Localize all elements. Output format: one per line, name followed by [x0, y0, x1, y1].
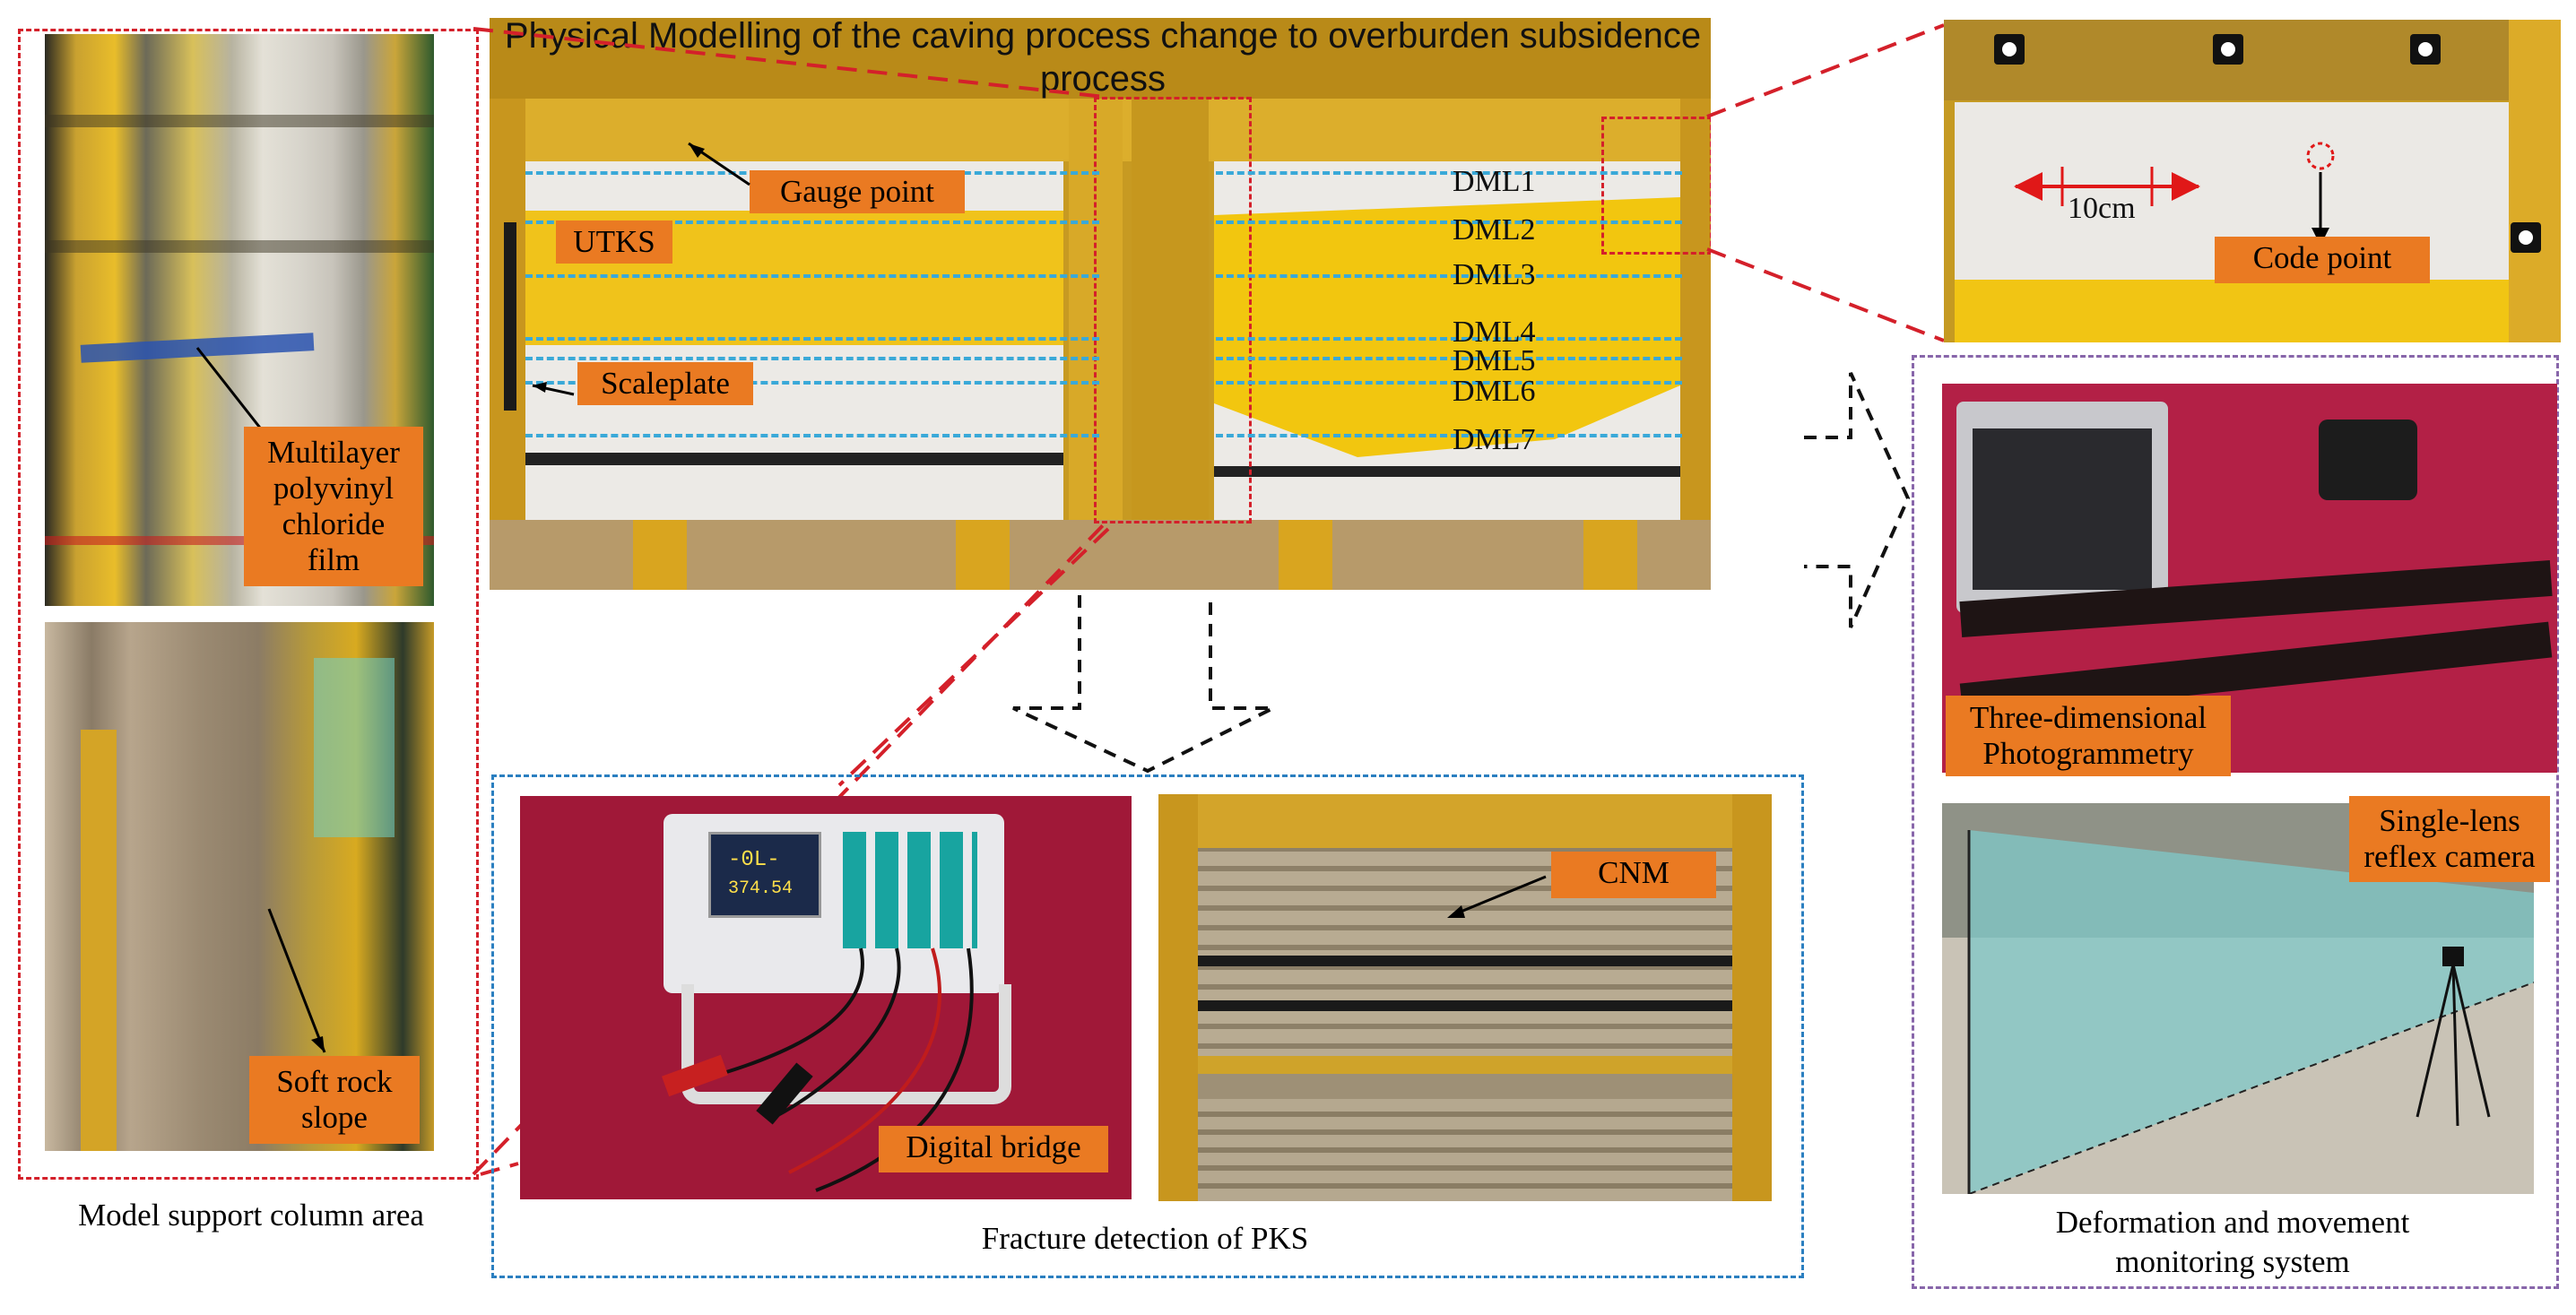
photogrammetry-label: Three-dimensional Photogrammetry	[1946, 696, 2231, 776]
right-column-frame	[1912, 355, 2559, 1289]
code-point-photo	[1944, 20, 2561, 342]
left-column-frame	[18, 29, 479, 1180]
dml7-line-left	[525, 434, 1099, 437]
dml7-line-right	[1216, 434, 1682, 437]
bottom-center-frame	[491, 774, 1804, 1278]
slope-photo	[45, 622, 434, 1151]
cnm-photo	[1158, 794, 1772, 1201]
dml1-line-right	[1216, 171, 1682, 175]
dml1-label: DML1	[1453, 165, 1536, 198]
target-marker-icon	[2213, 34, 2243, 65]
main-arrows	[532, 142, 750, 396]
dml5-label: DML5	[1453, 344, 1536, 377]
camera-label: Single-lens reflex camera	[2349, 796, 2550, 882]
dml3-label: DML3	[1453, 258, 1536, 291]
digital-bridge-label: Digital bridge	[879, 1126, 1108, 1172]
target-marker-icon	[1994, 34, 2025, 65]
cnm-label: CNM	[1551, 852, 1716, 898]
main-model-photo	[490, 18, 1711, 590]
dml4-line-left	[525, 337, 1099, 341]
utks-label: UTKS	[556, 221, 672, 264]
target-marker-icon	[2410, 34, 2441, 65]
code-point-label: Code point	[2215, 237, 2430, 283]
dml6-line-right	[1216, 381, 1682, 385]
dml2-line-left	[525, 221, 1099, 224]
dml7-label: DML7	[1453, 423, 1536, 456]
left-caption: Model support column area	[78, 1198, 424, 1233]
dml2-line-right	[1216, 221, 1682, 224]
dml3-line-left	[525, 274, 1099, 278]
dml6-label: DML6	[1453, 375, 1536, 408]
photogrammetry-photo	[1942, 384, 2557, 773]
slope-label: Soft rock slope	[249, 1056, 420, 1144]
dml4-label: DML4	[1453, 316, 1536, 349]
dml2-label: DML2	[1453, 213, 1536, 247]
dml3-line-right	[1216, 274, 1682, 278]
bottom-caption: Fracture detection of PKS	[981, 1221, 1309, 1256]
dml4-line-right	[1216, 337, 1682, 341]
meter-display-text: -0L-	[728, 848, 780, 872]
dml5-line-left	[525, 357, 1099, 360]
dml5-line-right	[1216, 357, 1682, 360]
main-title: Physical Modelling of the caving process…	[504, 16, 1702, 99]
right-caption: Deformation and movement monitoring syst…	[2055, 1205, 2410, 1279]
scaleplate-label: Scaleplate	[577, 362, 753, 405]
meter-value-text: 374.54	[728, 878, 794, 899]
film-label: Multilayer polyvinyl chloride film	[244, 427, 423, 586]
gauge-point-label: Gauge point	[750, 170, 965, 213]
scale-10cm-label: 10cm	[2068, 192, 2136, 225]
dml6-line-left	[525, 381, 1099, 385]
cnm-arrow	[1447, 875, 1547, 918]
target-marker-icon	[2511, 222, 2541, 253]
